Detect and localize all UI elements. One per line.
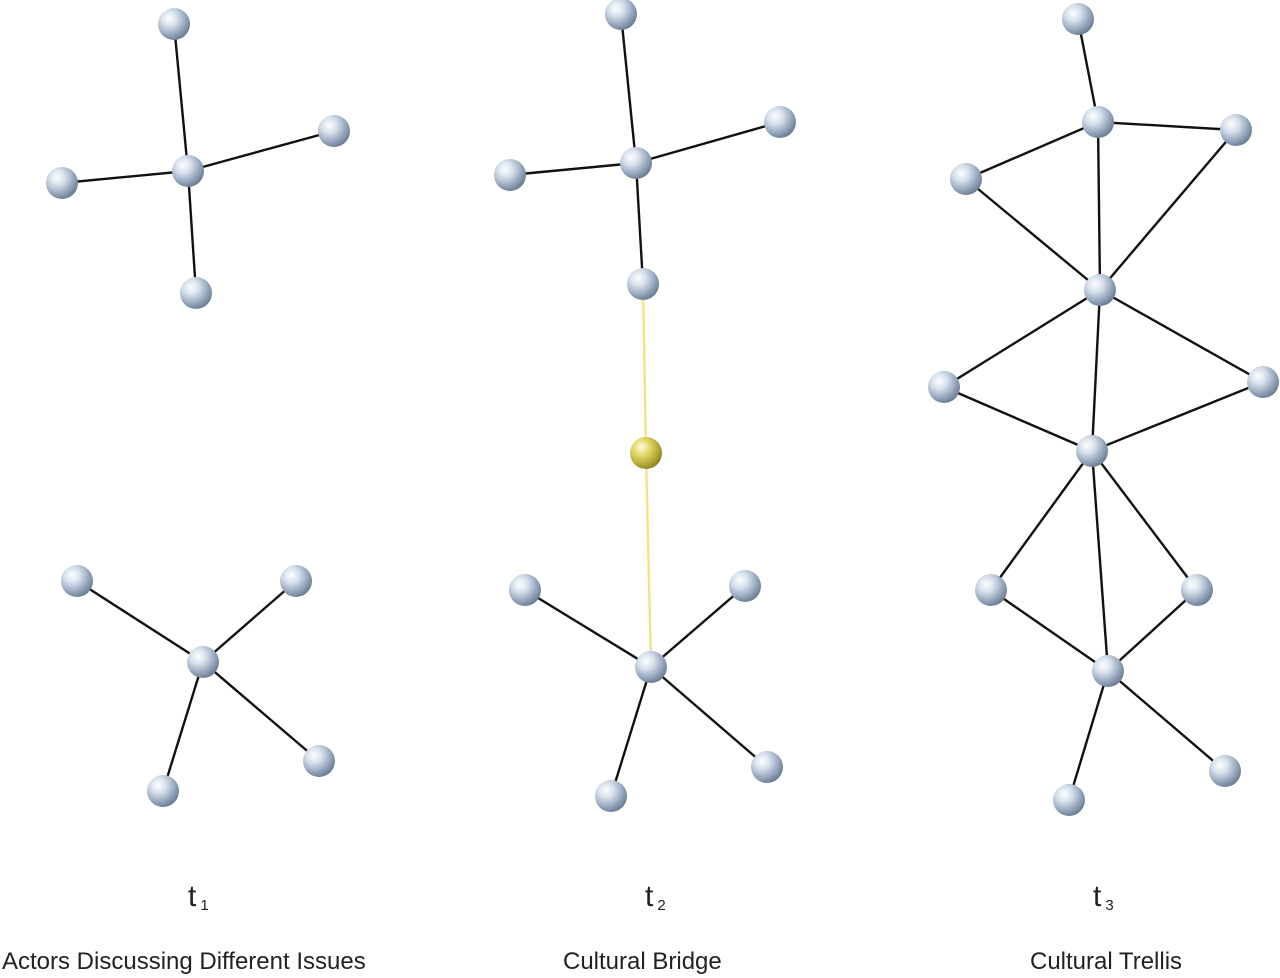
actor-node: [158, 8, 190, 40]
network-edge: [202, 580, 297, 663]
actor-node: [318, 115, 350, 147]
actor-node: [1084, 274, 1116, 306]
network-edge: [1090, 450, 1110, 672]
bridge-edge: [641, 283, 648, 454]
actor-node: [1053, 784, 1085, 816]
actor-node: [1220, 114, 1252, 146]
actor-node: [950, 163, 982, 195]
network-edge: [1099, 288, 1264, 384]
actor-node: [61, 565, 93, 597]
actor-node: [764, 106, 796, 138]
network-edge: [965, 178, 1101, 291]
actor-node: [180, 277, 212, 309]
actor-node: [620, 147, 652, 179]
actor-node: [147, 775, 179, 807]
actor-node: [303, 745, 335, 777]
network-edge: [76, 579, 204, 664]
network-edge: [1096, 121, 1102, 291]
network-edge: [1076, 18, 1100, 123]
network-edge: [509, 161, 637, 177]
actor-node: [595, 780, 627, 812]
network-edge: [943, 288, 1101, 389]
network-edge: [61, 169, 189, 185]
bridge-node: [630, 437, 662, 469]
network-edge: [1107, 589, 1198, 672]
network-edge: [202, 661, 320, 762]
actor-node: [751, 751, 783, 783]
actor-node: [494, 159, 526, 191]
network-edge: [1107, 670, 1226, 772]
network-edge: [1091, 450, 1198, 591]
network-edge: [1097, 120, 1237, 132]
network-edge: [650, 585, 746, 668]
time-label-main: t: [1093, 880, 1103, 913]
time-label-main: t: [188, 880, 198, 913]
network-edge: [634, 162, 645, 285]
actor-node: [1062, 3, 1094, 35]
time-label-subscript: 3: [1105, 897, 1115, 914]
actor-node: [509, 574, 541, 606]
bridge-edge: [644, 452, 653, 668]
actor-node: [729, 570, 761, 602]
network-edge: [1090, 289, 1102, 452]
network-edge: [609, 666, 653, 797]
time-label-main: t: [645, 880, 655, 913]
network-edge: [990, 450, 1093, 591]
actor-node: [1181, 574, 1213, 606]
network-edge: [650, 666, 768, 768]
network-edge: [1099, 129, 1237, 291]
edges-layer: [61, 13, 1264, 801]
network-edge: [172, 23, 190, 172]
caption-cultural-bridge: Cultural Bridge: [563, 948, 722, 975]
network-edge: [186, 170, 198, 294]
actor-node: [627, 268, 659, 300]
nodes-layer: [46, 0, 1279, 816]
actor-node: [975, 574, 1007, 606]
actor-node: [1247, 366, 1279, 398]
network-edge: [965, 120, 1099, 181]
network-edge: [619, 13, 638, 164]
caption-actors-discussing: Actors Discussing Different Issues: [2, 948, 366, 975]
actor-node: [187, 646, 219, 678]
actor-node: [1076, 435, 1108, 467]
network-edge: [635, 120, 781, 165]
actor-node: [605, 0, 637, 30]
network-edge: [161, 661, 205, 792]
network-edge: [943, 385, 1093, 453]
actor-node: [46, 167, 78, 199]
actor-node: [1092, 655, 1124, 687]
time-label-subscript: 2: [657, 897, 667, 914]
network-edge: [524, 588, 652, 669]
actor-node: [280, 565, 312, 597]
network-edge: [1091, 380, 1264, 453]
actor-node: [1082, 106, 1114, 138]
actor-node: [928, 371, 960, 403]
time-label-subscript: 1: [200, 897, 210, 914]
actor-node: [1209, 755, 1241, 787]
caption-cultural-trellis: Cultural Trellis: [1030, 948, 1183, 975]
network-edge: [990, 589, 1109, 672]
network-edge: [1067, 670, 1110, 801]
actor-node: [172, 155, 204, 187]
network-edge: [187, 129, 335, 173]
actor-node: [635, 651, 667, 683]
